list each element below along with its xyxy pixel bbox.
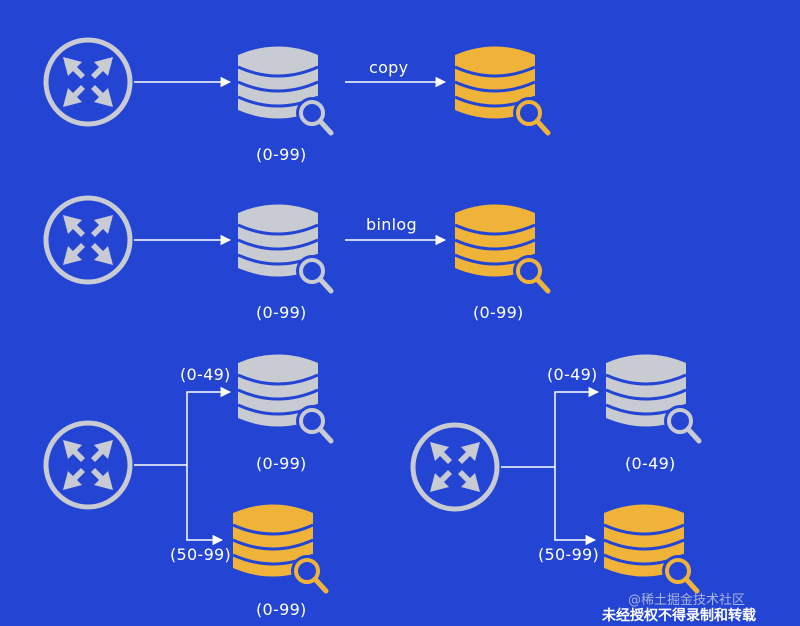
shard-database-icon [233,505,326,592]
shard-database-icon [238,355,331,442]
shard-database-icon [604,505,697,592]
replica-database-icon [455,47,548,134]
watermark-line-2: 未经授权不得录制和转载 [602,608,756,624]
target-range-label: (0-99) [473,303,524,322]
router-icon [46,423,130,507]
router-icon [46,198,130,282]
source-range-label: (0-99) [256,145,307,164]
branch-top-label: (0-49) [180,365,231,384]
primary-database-icon [238,205,331,292]
shard-database-icon [606,355,699,442]
edge-label-copy: copy [369,58,409,77]
branch-top-label: (0-49) [547,365,598,384]
branch-bottom-label: (50-99) [538,545,600,564]
source-range-label: (0-99) [256,303,307,322]
primary-database-icon [238,47,331,134]
edge-label-binlog: binlog [366,215,417,234]
split-branch-bottom [186,465,224,546]
router-icon [46,40,130,124]
split-branch-bottom [554,467,597,546]
top-db-range-label: (0-99) [256,454,307,473]
branch-bottom-label: (50-99) [170,545,232,564]
top-db-range-label: (0-49) [625,454,676,473]
replica-database-icon [455,205,548,292]
router-icon [413,425,497,509]
bottom-db-range-label: (0-99) [256,600,307,619]
split-branch-top [554,386,600,467]
split-branch-top [186,386,232,465]
watermark-line-1: @稀土掘金技术社区 [628,593,746,608]
